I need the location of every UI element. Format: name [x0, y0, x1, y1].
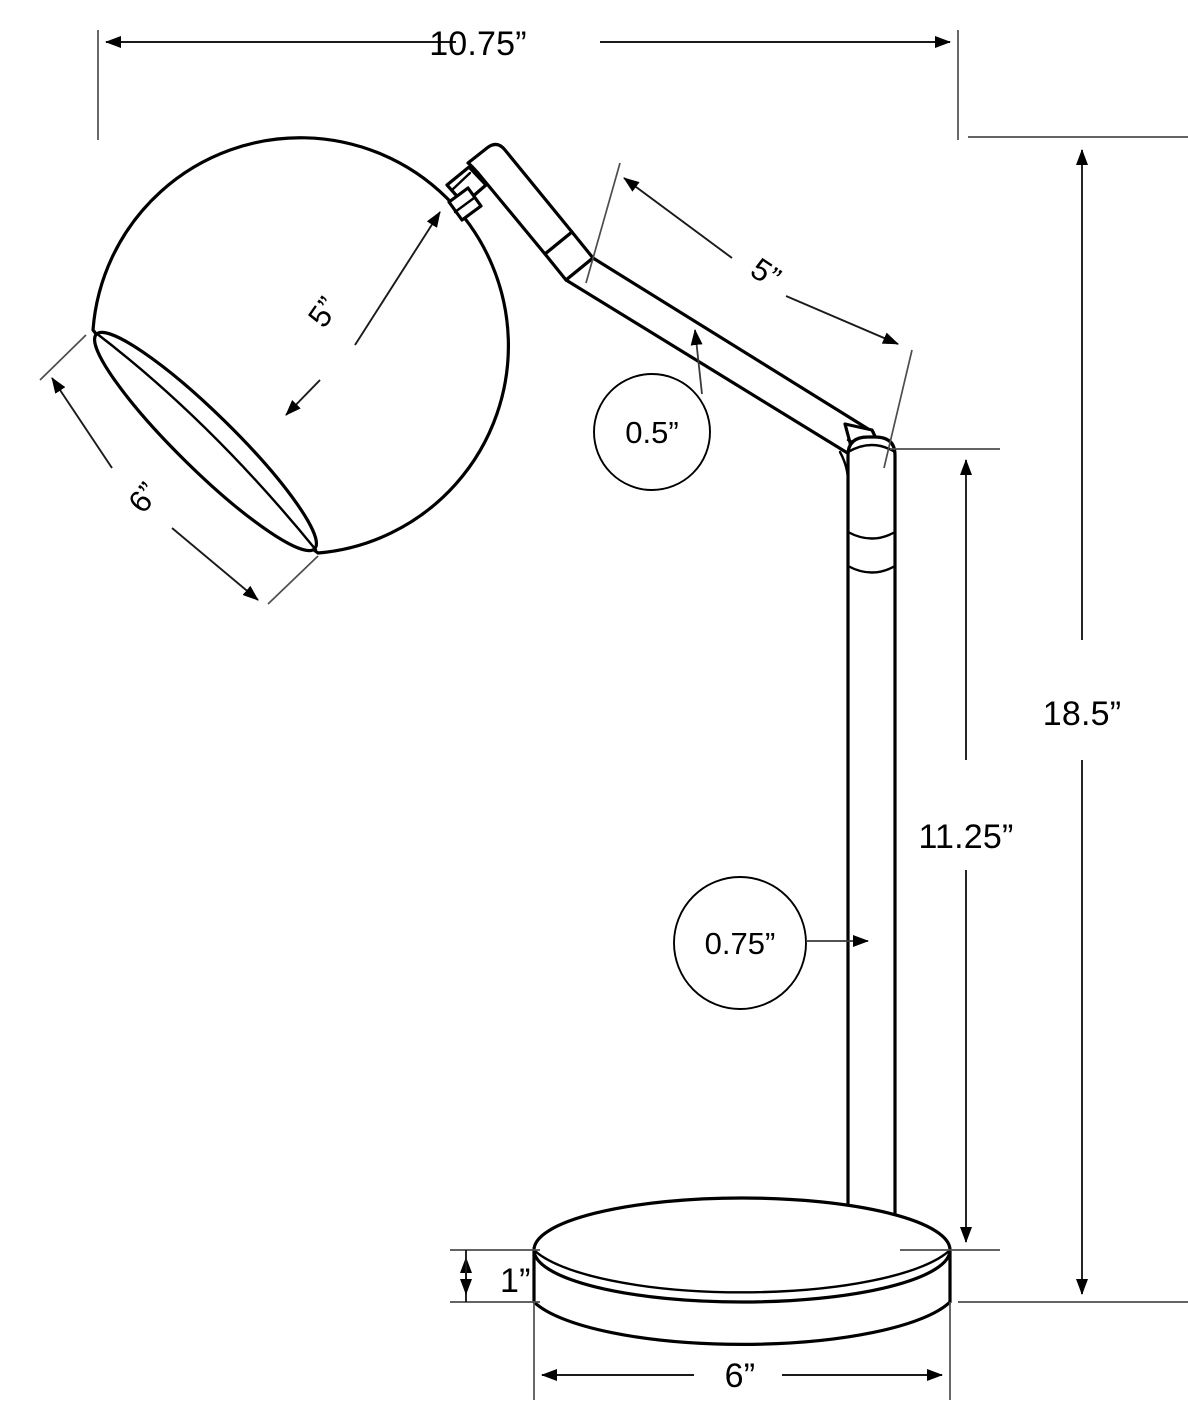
dimension-base-height: 1”	[450, 1249, 540, 1303]
round-base-disc	[532, 1196, 952, 1346]
dimension-label-overall-height: 18.5”	[1043, 695, 1122, 733]
dimension-post-height: 11.25”	[890, 448, 1013, 1251]
dimension-base-diameter: 6”	[533, 1302, 951, 1400]
dimension-overall-width: 10.75”	[97, 25, 959, 140]
shade-swivel-joint	[445, 165, 488, 222]
post-collar-band	[846, 530, 897, 574]
dimension-label-base-diameter: 6”	[725, 1357, 756, 1395]
callout-circle-post-diameter	[673, 876, 807, 1010]
callout-label-post-diameter: 0.75”	[705, 926, 776, 961]
callout-circle-arm-diameter	[593, 373, 711, 491]
dimension-overall-height: 18.5”	[958, 136, 1188, 1303]
callout-arm-diameter: 0.5”	[593, 329, 711, 491]
dimension-label-arm-length: 5”	[744, 251, 787, 296]
callout-post-diameter: 0.75”	[673, 876, 869, 1010]
vertical-post	[846, 435, 897, 1252]
dimension-label-overall-width: 10.75”	[429, 25, 527, 63]
callout-label-arm-diameter: 0.5”	[625, 415, 678, 450]
dimension-label-base-height: 1”	[500, 1262, 531, 1300]
dimension-label-post-height: 11.25”	[918, 818, 1013, 856]
shade-opening-ellipse	[93, 330, 318, 553]
dimension-label-shade-opening: 6”	[121, 476, 166, 520]
